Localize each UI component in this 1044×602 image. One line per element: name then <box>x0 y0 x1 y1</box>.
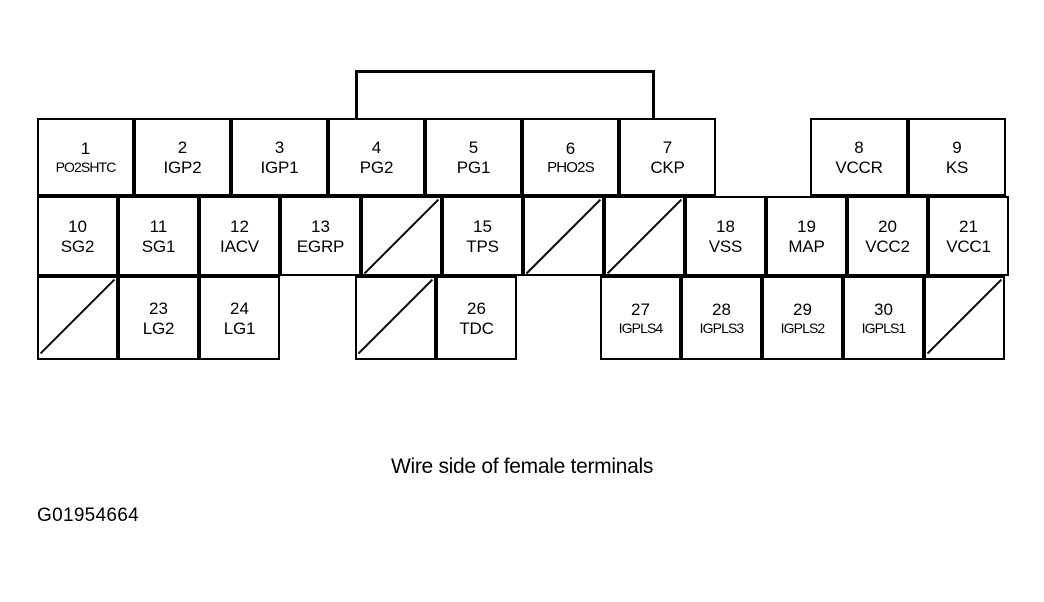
connector-cavity-unused <box>355 276 436 360</box>
pin-number: 30 <box>874 300 893 319</box>
pin-number: 2 <box>177 137 188 157</box>
pin-label: PG2 <box>359 157 394 177</box>
unused-cavity-slash-icon <box>363 198 440 275</box>
pin-number: 24 <box>230 298 249 318</box>
pin-number: 6 <box>565 138 576 158</box>
pin-label: VSS <box>708 236 743 256</box>
figure-caption: Wire side of female terminals <box>390 455 654 478</box>
pin-number: 8 <box>854 137 864 157</box>
pin-label: LG2 <box>142 318 175 338</box>
pin-label: PHO2S <box>547 158 595 176</box>
pin-label: EGRP <box>296 236 345 256</box>
pin-number: 3 <box>274 137 285 157</box>
pin-label: LG1 <box>223 318 256 338</box>
pin-label: TDC <box>459 318 494 338</box>
unused-cavity-slash-icon <box>926 278 1003 355</box>
pin-number: 27 <box>631 300 650 319</box>
connector-cavity-unused <box>361 196 442 276</box>
pin-number: 9 <box>952 137 962 157</box>
connector-cavity-unused <box>523 196 604 276</box>
pin-label: SG2 <box>60 236 95 256</box>
pin-label: IGPLS1 <box>861 320 907 336</box>
pin-number: 20 <box>878 216 897 236</box>
pin-label: VCC2 <box>865 236 910 256</box>
pin-label: SG1 <box>141 236 176 256</box>
pin-number: 26 <box>467 298 486 318</box>
pin-label: IACV <box>220 236 259 256</box>
pin-number: 13 <box>311 216 330 236</box>
pin-number: 28 <box>712 300 731 319</box>
pin-label: IGP1 <box>260 157 299 177</box>
connector-cavity-unused <box>924 276 1005 360</box>
pin-label: VCCR <box>835 157 883 177</box>
unused-cavity-slash-icon <box>525 198 602 275</box>
pin-label: IGPLS4 <box>618 320 664 336</box>
pin-number: 21 <box>959 216 978 236</box>
pin-number: 12 <box>230 216 249 236</box>
figure-id-code: G01954664 <box>37 505 140 526</box>
pin-label: VCC1 <box>946 236 991 256</box>
pin-number: 5 <box>468 137 479 157</box>
pin-label: IGP2 <box>163 157 202 177</box>
pin-label: PO2SHTC <box>55 159 117 175</box>
pin-number: 7 <box>662 137 673 157</box>
unused-cavity-slash-icon <box>357 278 434 355</box>
pin-number: 29 <box>793 300 812 319</box>
connector-locking-tab <box>355 70 655 120</box>
pin-label: TPS <box>466 236 499 256</box>
pin-number: 10 <box>68 216 87 236</box>
unused-cavity-slash-icon <box>39 278 116 355</box>
pin-label: CKP <box>650 157 685 177</box>
pin-label: PG1 <box>456 157 491 177</box>
pin-number: 1 <box>80 139 91 158</box>
pin-label: KS <box>945 157 969 177</box>
connector-cavity-unused <box>37 276 118 360</box>
pin-number: 4 <box>371 137 382 157</box>
unused-cavity-slash-icon <box>606 198 683 275</box>
connector-cavity-unused <box>604 196 685 276</box>
pin-number: 11 <box>149 216 168 236</box>
pin-label: IGPLS3 <box>699 320 745 336</box>
pin-number: 23 <box>149 298 168 318</box>
pin-number: 15 <box>473 216 492 236</box>
pin-number: 19 <box>797 216 816 236</box>
pin-label: IGPLS2 <box>780 320 826 336</box>
pin-label: MAP <box>788 236 825 256</box>
pin-number: 18 <box>716 216 735 236</box>
